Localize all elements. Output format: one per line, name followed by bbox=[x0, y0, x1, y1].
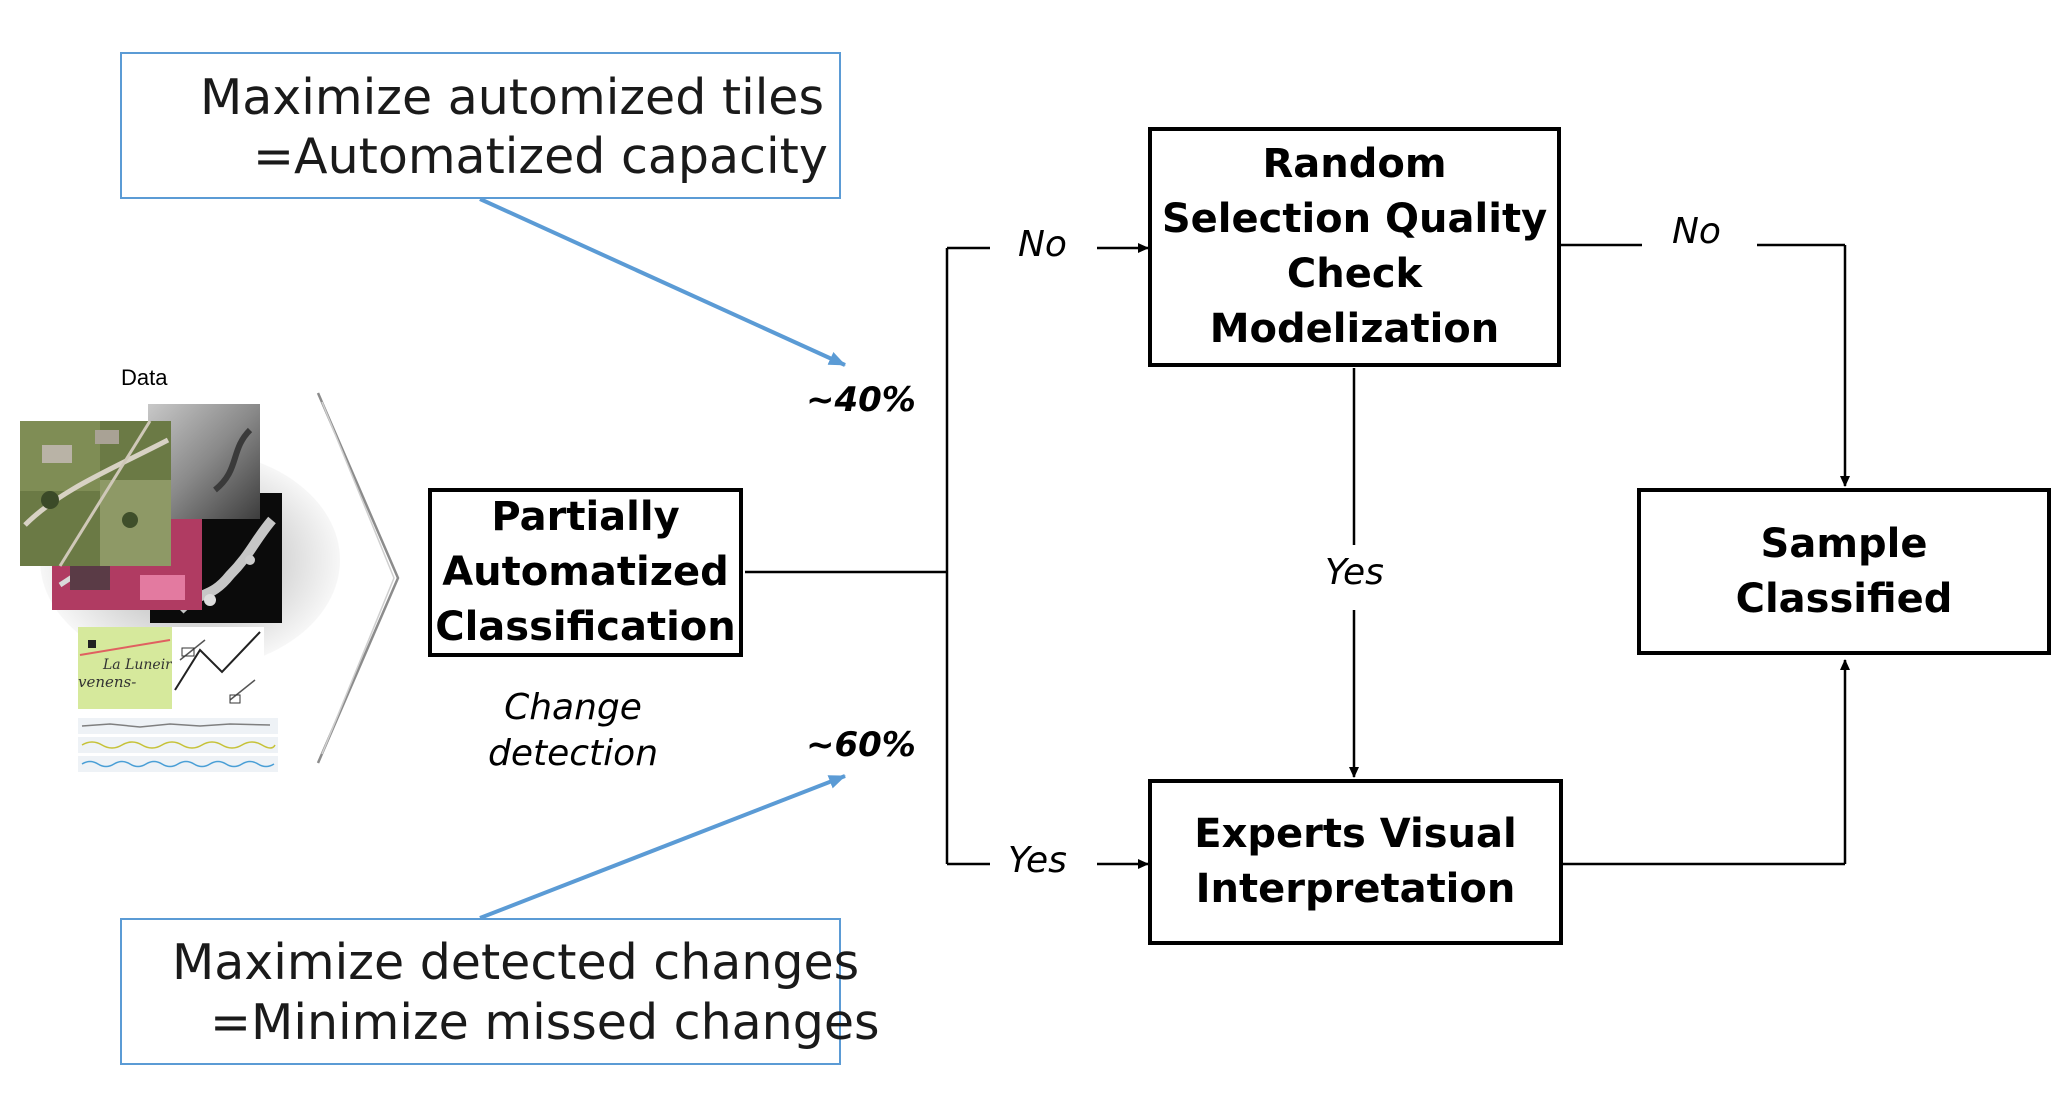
branch-label-no-left: No bbox=[1018, 224, 1067, 265]
sample-classified-box: Sample Classified bbox=[1637, 488, 2051, 655]
change-detection-line1: Change bbox=[504, 687, 642, 728]
branch-label-yes-left: Yes bbox=[1008, 840, 1067, 881]
connector-lines bbox=[745, 243, 1850, 869]
rsq-line3: Check bbox=[1286, 251, 1423, 297]
timeseries-thumbnail-1 bbox=[78, 718, 278, 734]
rsq-line4: Modelization bbox=[1209, 306, 1500, 352]
map-label-1: La Luneire bbox=[102, 657, 180, 673]
bottom-note-line1: Maximize detected changes bbox=[172, 934, 860, 991]
timeseries-thumbnail-2 bbox=[78, 737, 278, 753]
blue-arrow-bottom bbox=[479, 774, 846, 920]
flow-chevron bbox=[316, 392, 400, 764]
top-note-line1: Maximize automized tiles bbox=[200, 69, 824, 126]
expert-line2: Interpretation bbox=[1195, 866, 1516, 912]
classification-line1: Partially bbox=[491, 494, 680, 540]
rsq-line2: Selection Quality bbox=[1161, 196, 1548, 242]
branch-label-yes-middle: Yes bbox=[1325, 552, 1384, 593]
change-detection-line2: detection bbox=[488, 733, 659, 774]
sample-line1: Sample bbox=[1760, 520, 1928, 567]
map-label-2: venens- bbox=[78, 673, 136, 691]
vector-map-thumbnail bbox=[172, 627, 264, 712]
top-note-line2: =Automatized capacity bbox=[253, 128, 828, 185]
classification-box: Partially Automatized Classification bbox=[428, 488, 743, 657]
sample-line2: Classified bbox=[1735, 575, 1953, 622]
pct-top-label: ~40% bbox=[806, 380, 916, 420]
blue-arrow-top bbox=[479, 197, 846, 367]
expert-interpretation-box: Experts Visual Interpretation bbox=[1148, 779, 1563, 945]
top-note-box: Maximize automized tiles =Automatized ca… bbox=[120, 52, 841, 199]
pct-bottom-label: ~60% bbox=[806, 725, 916, 765]
change-detection-label: Change detection bbox=[488, 685, 658, 777]
rsq-check-box: Random Selection Quality Check Modelizat… bbox=[1148, 127, 1561, 367]
bottom-note-box: Maximize detected changes =Minimize miss… bbox=[120, 918, 880, 1065]
data-image-stack: La Luneire venens- bbox=[20, 404, 340, 772]
expert-line1: Experts Visual bbox=[1194, 811, 1517, 857]
bottom-note-line2: =Minimize missed changes bbox=[210, 994, 880, 1051]
data-title: Data bbox=[121, 365, 168, 390]
classification-line2: Automatized bbox=[442, 549, 729, 595]
classification-line3: Classification bbox=[435, 604, 736, 650]
rsq-line1: Random bbox=[1262, 141, 1447, 187]
branch-label-no-right: No bbox=[1672, 211, 1721, 252]
